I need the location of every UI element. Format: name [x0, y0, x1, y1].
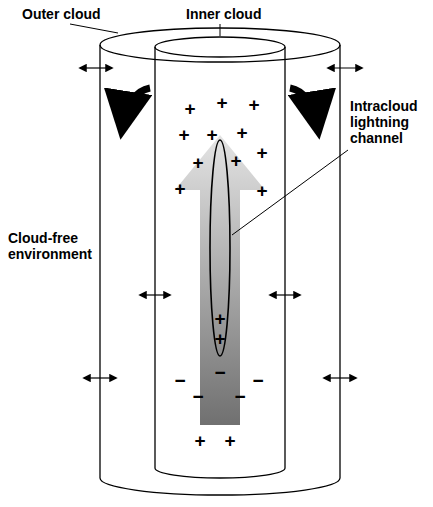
part-label: Outer cloud [22, 6, 142, 22]
inner-cylinder [155, 37, 285, 478]
charge-sign: + [174, 179, 185, 198]
lightning-channel [210, 140, 230, 356]
outflow-arrow [122, 88, 150, 130]
outer-cylinder [100, 28, 340, 495]
part-label: Cloud-free environment [8, 230, 98, 262]
charge-sign: + [184, 99, 195, 118]
part-label: Intracloud lightning channel [350, 98, 430, 146]
charge-sign: − [192, 387, 203, 406]
charge-sign: − [234, 387, 245, 406]
charge-sign: + [256, 143, 267, 162]
charge-sign: − [252, 371, 263, 390]
charge-sign: + [192, 153, 203, 172]
charge-sign: + [214, 309, 225, 328]
leader-line [70, 24, 348, 235]
charge-sign: + [236, 123, 247, 142]
charge-sign: + [224, 431, 235, 450]
charge-sign: + [194, 431, 205, 450]
outflow-arrow [290, 88, 318, 130]
charge-sign: + [214, 329, 225, 348]
charge-sign: − [214, 363, 225, 382]
exchange-arrow [80, 68, 362, 378]
charge-sign: + [256, 181, 267, 200]
charge-sign: + [178, 125, 189, 144]
charge-sign: + [206, 125, 217, 144]
charge-sign: + [230, 151, 241, 170]
charge-sign: + [248, 95, 259, 114]
charge-sign: − [174, 371, 185, 390]
part-label: Inner cloud [186, 6, 306, 22]
charge-sign: + [216, 93, 227, 112]
updraft-arrow [175, 135, 265, 425]
